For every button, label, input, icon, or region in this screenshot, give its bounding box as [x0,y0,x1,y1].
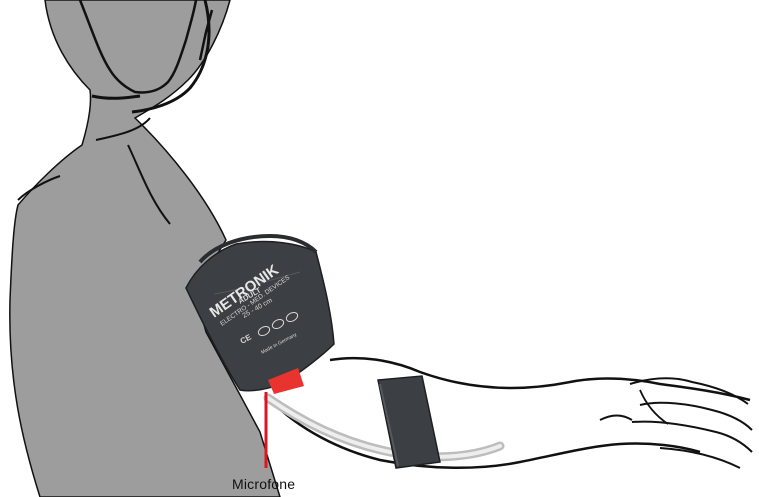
thumb-outline [640,390,668,424]
hand-outline [600,378,752,468]
microphone-label: Microfone [232,476,322,492]
